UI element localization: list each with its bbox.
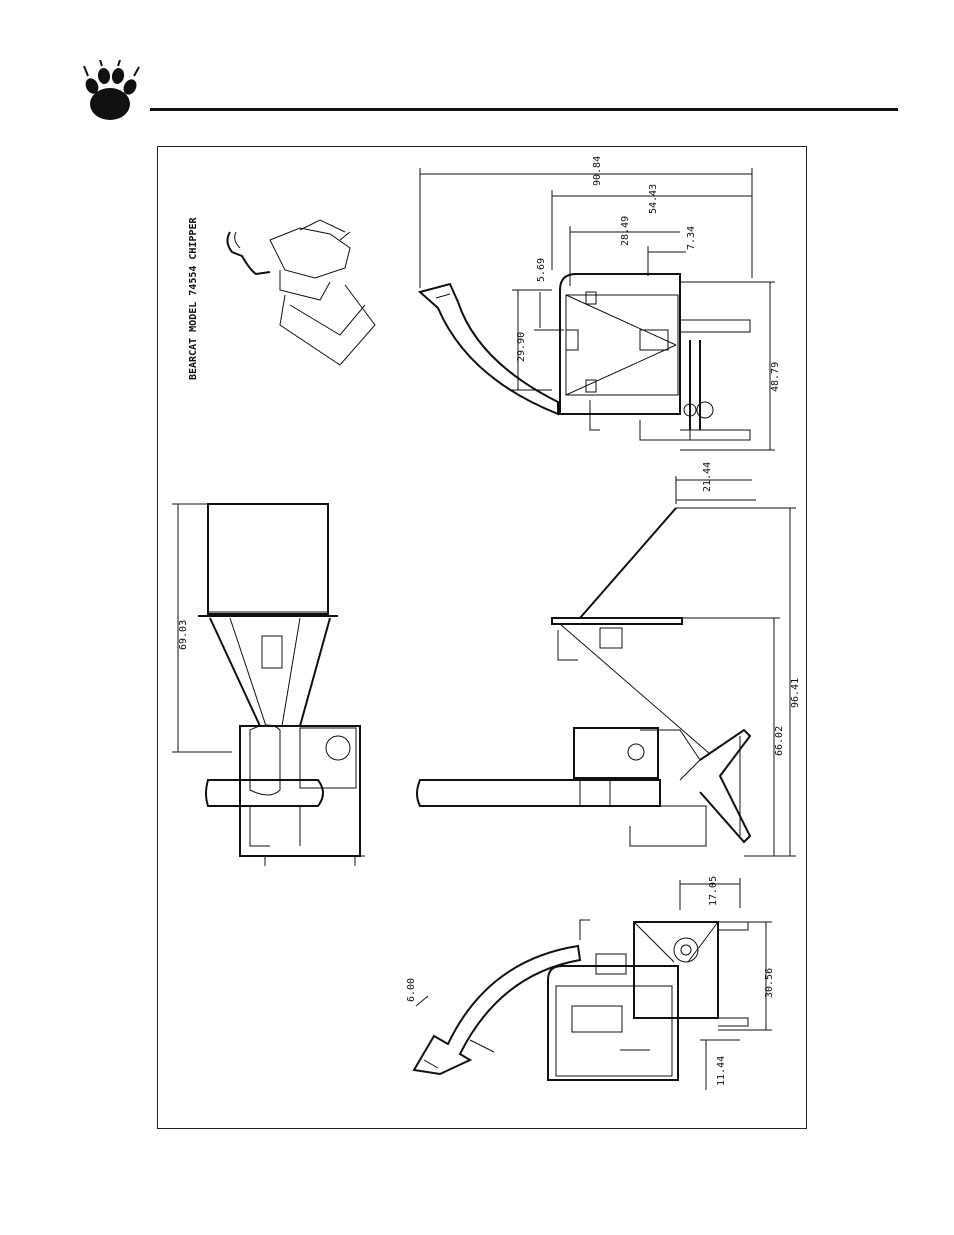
dim-69-03: 69.03 <box>178 620 189 650</box>
isometric-view <box>227 220 375 365</box>
side-view-left <box>198 504 365 866</box>
dim-29-90: 29.90 <box>516 332 527 362</box>
dim-66-02: 66.02 <box>774 726 785 756</box>
dim-17-05: 17.05 <box>708 876 719 906</box>
dim-30-56: 30.56 <box>764 968 775 998</box>
dim-6-00: 6.00 <box>406 978 417 1002</box>
dim-21-44: 21.44 <box>702 462 713 492</box>
dim-11-44: 11.44 <box>716 1056 727 1086</box>
dim-90-84: 90.84 <box>592 156 603 186</box>
dim-48-79: 48.79 <box>770 362 781 392</box>
dim-96-41: 96.41 <box>790 678 801 708</box>
dim-54-43: 54.43 <box>648 184 659 214</box>
side-view-right <box>417 508 750 846</box>
dims-side-right <box>676 476 796 856</box>
dim-7-34: 7.34 <box>686 226 697 250</box>
dim-28-49: 28.49 <box>620 216 631 246</box>
drawing-title: BEARCAT MODEL 74554 CHIPPER <box>188 216 199 380</box>
rear-view <box>414 920 748 1080</box>
front-view-top <box>420 274 750 440</box>
dim-5-69: 5.69 <box>536 258 547 282</box>
